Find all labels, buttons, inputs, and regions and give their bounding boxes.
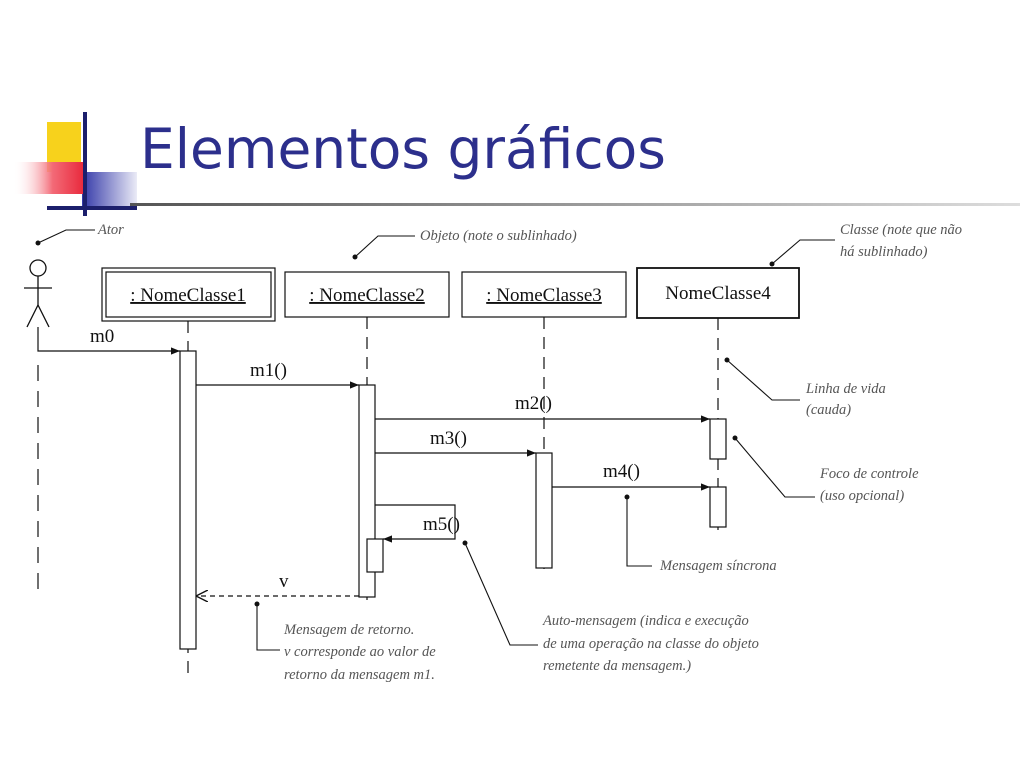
leader-classe — [769, 239, 835, 267]
slide-logo — [13, 112, 137, 216]
activation-bar-4b — [709, 486, 727, 528]
activation-bar-3 — [535, 452, 553, 569]
note-linha-vida-line2: (cauda) — [806, 402, 851, 418]
leader-retorno — [254, 601, 280, 651]
logo-horizontal-bar — [47, 206, 137, 210]
note-auto-line2: de uma operação na classe do objeto — [543, 636, 759, 652]
note-auto-line1: Auto-mensagem (indica e execução — [542, 613, 749, 629]
activation-bar-2-self — [366, 538, 384, 573]
actor-stick-figure — [24, 259, 52, 328]
note-foco-line1: Foco de controle — [819, 466, 919, 482]
message-m1-label: m1() — [250, 360, 287, 381]
class-box-3: : NomeClasse3 — [461, 271, 627, 318]
note-classe-line2: há sublinhado) — [840, 244, 928, 260]
class-label-4: NomeClasse4 — [665, 283, 771, 304]
note-objeto: Objeto (note o sublinhado) — [420, 228, 577, 244]
class-box-2: : NomeClasse2 — [284, 271, 450, 318]
note-retorno-line3: retorno da mensagem m1. — [284, 667, 435, 683]
message-m0-label: m0 — [90, 326, 114, 347]
title-underline — [130, 203, 1020, 206]
leader-linha-vida — [724, 357, 800, 401]
class-box-1: : NomeClasse1 — [101, 267, 276, 322]
note-ator: Ator — [97, 222, 124, 238]
note-classe-line1: Classe (note que não — [840, 222, 962, 238]
note-foco-line2: (uso opcional) — [820, 488, 904, 504]
note-retorno-line1: Mensagem de retorno. — [283, 622, 414, 638]
return-message-label: v — [279, 571, 289, 592]
logo-vertical-bar — [83, 112, 87, 216]
leader-foco — [732, 435, 815, 498]
leader-auto — [462, 540, 538, 646]
leader-ator — [35, 229, 95, 246]
class-label-3: : NomeClasse3 — [486, 285, 602, 306]
note-auto-line3: remetente da mensagem.) — [543, 658, 691, 674]
message-m2-label: m2() — [515, 393, 552, 414]
message-m5-label: m5() — [423, 514, 460, 535]
activation-bar-1 — [179, 350, 197, 650]
leader-sincrona — [624, 494, 652, 567]
page-title: Elementos gráficos — [140, 117, 666, 181]
class-label-2: : NomeClasse2 — [309, 285, 425, 306]
logo-blue-block — [82, 172, 137, 208]
note-linha-vida-line1: Linha de vida — [805, 381, 886, 397]
message-m3-label: m3() — [430, 428, 467, 449]
activation-bar-4a — [709, 418, 727, 460]
note-sincrona: Mensagem síncrona — [659, 558, 777, 574]
leader-objeto — [352, 235, 415, 260]
message-m0-arrow — [37, 327, 180, 355]
message-m4-label: m4() — [603, 461, 640, 482]
class-box-4: NomeClasse4 — [636, 267, 800, 319]
message-m5-arrow — [375, 504, 456, 543]
note-retorno-line2: v corresponde ao valor de — [284, 644, 436, 660]
logo-red-block — [13, 162, 85, 194]
class-label-1: : NomeClasse1 — [130, 285, 246, 306]
